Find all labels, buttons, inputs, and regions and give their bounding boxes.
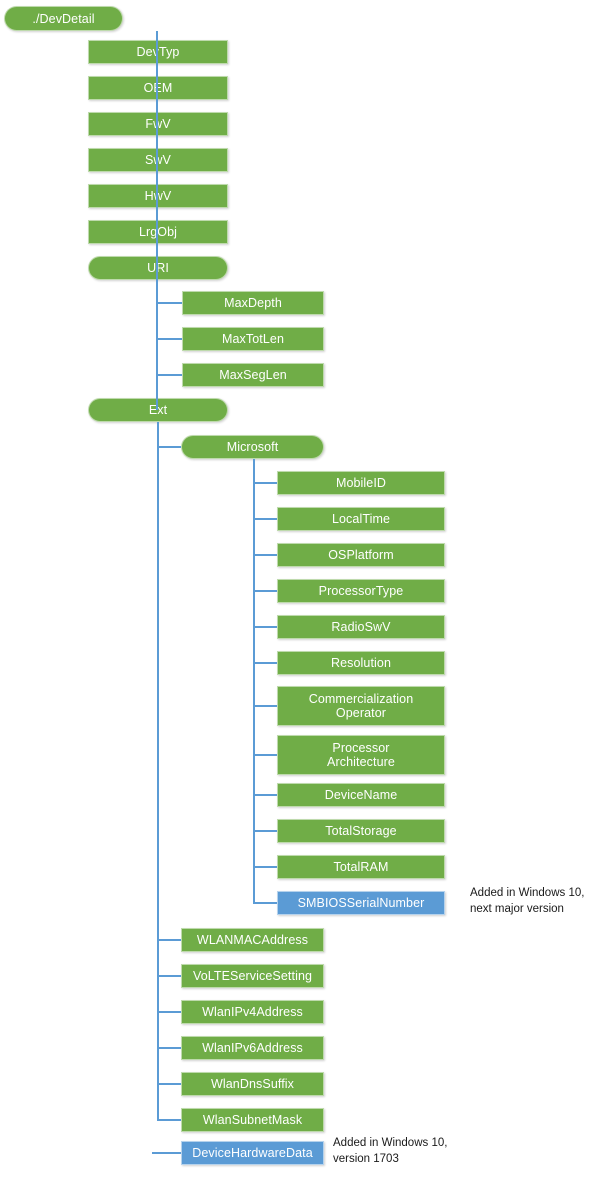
node-smbiosserialnumber[interactable]: SMBIOSSerialNumber xyxy=(277,891,445,915)
node-localtime[interactable]: LocalTime xyxy=(277,507,445,531)
node-radioswv[interactable]: RadioSwV xyxy=(277,615,445,639)
connector-ext-to-volteservicesetting xyxy=(157,975,181,977)
connector-microsoft-to-child-6 xyxy=(253,705,277,707)
connector-microsoft-to-child-4 xyxy=(253,626,277,628)
node-maxdepth[interactable]: MaxDepth xyxy=(182,291,324,315)
node-hwv[interactable]: HwV xyxy=(88,184,228,208)
connector-uri-to-maxdepth xyxy=(156,302,182,304)
node-ext[interactable]: Ext xyxy=(88,398,228,422)
connector-ext-to-devicehardwaredata xyxy=(152,1152,181,1154)
node-lrgobj[interactable]: LrgObj xyxy=(88,220,228,244)
node-wlanipv6address[interactable]: WlanIPv6Address xyxy=(181,1036,324,1060)
connector-microsoft-to-child-5 xyxy=(253,662,277,664)
note-smbios-serial-number: Added in Windows 10, next major version xyxy=(470,887,585,915)
node-uri[interactable]: URI xyxy=(88,256,228,280)
connector-ext-to-wlanmacaddress xyxy=(157,939,181,941)
node-devtyp[interactable]: DevTyp xyxy=(88,40,228,64)
connector-microsoft-to-child-10 xyxy=(253,866,277,868)
node-commercialization-operator[interactable]: Commercialization Operator xyxy=(277,686,445,726)
node-processor-architecture[interactable]: Processor Architecture xyxy=(277,735,445,775)
node-devicehardwaredata[interactable]: DeviceHardwareData xyxy=(181,1141,324,1165)
connector-ext-to-wlanipv6address xyxy=(157,1047,181,1049)
connector-microsoft-to-child-1 xyxy=(253,518,277,520)
connector-root-stem xyxy=(156,31,158,410)
connector-uri-stem xyxy=(156,280,158,375)
node-maxtotlen[interactable]: MaxTotLen xyxy=(182,327,324,351)
node-wlandnssuffix[interactable]: WlanDnsSuffix xyxy=(181,1072,324,1096)
node-devicename[interactable]: DeviceName xyxy=(277,783,445,807)
note-device-hardware-data: Added in Windows 10, version 1703 xyxy=(333,1137,448,1165)
node-mobileid[interactable]: MobileID xyxy=(277,471,445,495)
node-resolution[interactable]: Resolution xyxy=(277,651,445,675)
connector-microsoft-stem xyxy=(253,459,255,903)
node-totalstorage[interactable]: TotalStorage xyxy=(277,819,445,843)
connector-microsoft-to-child-8 xyxy=(253,794,277,796)
node-microsoft[interactable]: Microsoft xyxy=(181,435,324,459)
connector-ext-to-wlanipv4address xyxy=(157,1011,181,1013)
connector-ext-stem xyxy=(157,422,159,1120)
node-totalram[interactable]: TotalRAM xyxy=(277,855,445,879)
node-fwv[interactable]: FwV xyxy=(88,112,228,136)
connector-ext-to-wlandnssuffix xyxy=(157,1083,181,1085)
connector-ext-to-wlansubnetmask xyxy=(157,1119,181,1121)
node-swv[interactable]: SwV xyxy=(88,148,228,172)
node-root-devdetail[interactable]: ./DevDetail xyxy=(4,6,123,31)
node-oem[interactable]: OEM xyxy=(88,76,228,100)
connector-uri-to-maxtotlen xyxy=(156,338,182,340)
connector-ext-to-microsoft xyxy=(157,446,181,448)
connector-microsoft-to-child-9 xyxy=(253,830,277,832)
node-wlanipv4address[interactable]: WlanIPv4Address xyxy=(181,1000,324,1024)
connector-microsoft-to-child-2 xyxy=(253,554,277,556)
connector-microsoft-to-child-3 xyxy=(253,590,277,592)
node-volteservicesetting[interactable]: VoLTEServiceSetting xyxy=(181,964,324,988)
connector-microsoft-to-child-0 xyxy=(253,482,277,484)
node-maxseglen[interactable]: MaxSegLen xyxy=(182,363,324,387)
node-processortype[interactable]: ProcessorType xyxy=(277,579,445,603)
connector-uri-to-maxseglen xyxy=(156,374,182,376)
node-wlanmacaddress[interactable]: WLANMACAddress xyxy=(181,928,324,952)
node-wlansubnetmask[interactable]: WlanSubnetMask xyxy=(181,1108,324,1132)
node-osplatform[interactable]: OSPlatform xyxy=(277,543,445,567)
connector-microsoft-to-child-11 xyxy=(253,902,277,904)
connector-microsoft-to-child-7 xyxy=(253,754,277,756)
